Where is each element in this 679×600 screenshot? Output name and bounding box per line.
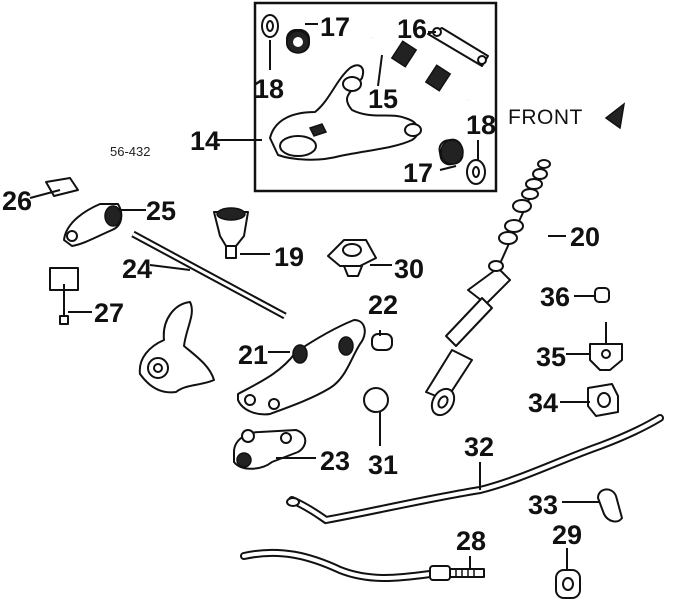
callout-31: 31 xyxy=(368,450,398,480)
callout-23: 23 xyxy=(320,446,350,476)
upper-arm-assembly-box xyxy=(253,1,498,193)
callout-17-top: 17 xyxy=(320,12,350,42)
stud-35 xyxy=(589,322,623,371)
callout-15: 15 xyxy=(368,84,398,114)
shock-absorber xyxy=(425,159,551,417)
strut-mount xyxy=(327,239,377,277)
callout-14: 14 xyxy=(190,126,220,156)
callout-26: 26 xyxy=(2,186,32,216)
callout-16: 16 xyxy=(397,14,427,44)
callout-24: 24 xyxy=(122,254,152,284)
callout-28: 28 xyxy=(456,526,486,556)
upper-control-arm xyxy=(269,64,422,161)
bushing-36 xyxy=(594,287,610,303)
callout-20: 20 xyxy=(570,222,600,252)
callout-21: 21 xyxy=(238,340,268,370)
callout-35: 35 xyxy=(536,342,566,372)
rubber-stopper xyxy=(363,387,389,413)
link-bushing xyxy=(555,569,581,599)
callout-17-bottom: 17 xyxy=(403,158,433,188)
bushing-bottom xyxy=(438,138,486,185)
front-arrow-icon xyxy=(604,102,626,130)
callout-27: 27 xyxy=(94,298,124,328)
stabilizer-clamp xyxy=(597,488,623,523)
front-label: FRONT xyxy=(508,106,583,129)
callout-22: 22 xyxy=(368,290,398,320)
callout-labels: 14 15 16 17 17 18 18 19 20 21 22 23 24 2… xyxy=(2,12,600,556)
arm-shaft xyxy=(371,27,489,102)
stabilizer-link xyxy=(240,548,485,582)
bushing-top xyxy=(261,14,310,54)
callout-33: 33 xyxy=(528,490,558,520)
bolt-bracket xyxy=(49,267,79,325)
bushing-34 xyxy=(587,383,619,417)
upper-ball-joint xyxy=(213,207,249,259)
callout-25: 25 xyxy=(146,196,176,226)
callout-18-bottom: 18 xyxy=(466,110,496,140)
callout-29: 29 xyxy=(552,520,582,550)
callout-18-top: 18 xyxy=(254,74,284,104)
lower-control-arm xyxy=(237,319,393,416)
diagram-code: 56-432 xyxy=(110,144,150,159)
callout-32: 32 xyxy=(464,432,494,462)
strut-bracket xyxy=(63,203,123,247)
callout-36: 36 xyxy=(540,282,570,312)
callout-34: 34 xyxy=(528,388,558,418)
lower-ball-joint xyxy=(233,429,307,470)
callout-30: 30 xyxy=(394,254,424,284)
steering-knuckle xyxy=(138,301,215,394)
callout-19: 19 xyxy=(274,242,304,272)
leader-lines xyxy=(29,23,600,570)
tension-rod xyxy=(131,230,287,320)
